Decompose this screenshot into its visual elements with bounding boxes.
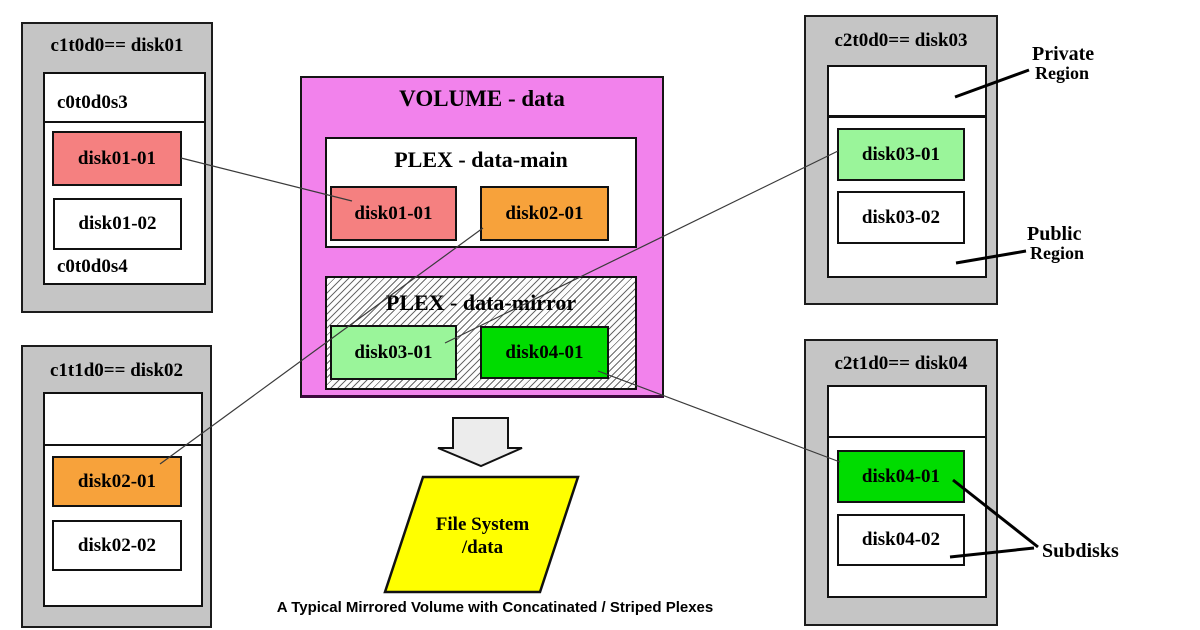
private-region-line2: Region: [1035, 63, 1089, 84]
public-region-line2: Region: [1030, 243, 1084, 264]
disk-box-disk02: c1t1d0== disk02 disk02-01 disk02-02: [21, 345, 212, 628]
disk01-slice-bottom-label: c0t0d0s4: [57, 256, 128, 277]
plex-mirror-subdisk-disk04-01: disk04-01: [480, 326, 609, 379]
volume-box: VOLUME - data PLEX - data-main disk01-01…: [300, 76, 664, 398]
plex-data-main: PLEX - data-main disk01-01 disk02-01: [325, 137, 637, 248]
disk-box-disk04: c2t1d0== disk04 disk04-01 disk04-02: [804, 339, 998, 626]
disk04-region-divider: [829, 436, 985, 438]
diagram-caption: A Typical Mirrored Volume with Concatina…: [276, 599, 714, 616]
subdisk-disk03-02: disk03-02: [837, 191, 965, 244]
plex-mirror-subdisk-disk03-01: disk03-01: [330, 325, 457, 380]
private-region-label: Private Region: [1032, 44, 1094, 83]
disk-box-disk01: c1t0d0== disk01 c0t0d0s3 disk01-01 disk0…: [21, 22, 213, 313]
plex-data-main-title: PLEX - data-main: [394, 147, 568, 172]
public-region-label: Public Region: [1027, 224, 1084, 263]
private-region-line1: Private: [1032, 43, 1095, 65]
disk04-title: c2t1d0== disk04: [834, 353, 968, 374]
disk03-region-divider: [829, 115, 985, 118]
subdisk-disk01-01: disk01-01: [52, 131, 182, 186]
subdisk-disk04-02: disk04-02: [837, 514, 965, 566]
plex-main-subdisk-disk01-01: disk01-01: [330, 186, 457, 241]
disk03-partition-area: disk03-01 disk03-02: [827, 65, 987, 278]
subdisk-disk01-02: disk01-02: [53, 198, 182, 250]
disk01-partition-area: c0t0d0s3 disk01-01 disk01-02 c0t0d0s4: [43, 72, 206, 285]
disk02-region-divider: [45, 444, 201, 446]
plex-data-mirror-title: PLEX - data-mirror: [385, 290, 577, 315]
subdisk-disk02-01: disk02-01: [52, 456, 182, 507]
down-arrow: [437, 417, 523, 468]
public-region-line1: Public: [1027, 223, 1082, 245]
disk04-partition-area: disk04-01 disk04-02: [827, 385, 987, 598]
disk02-title: c1t1d0== disk02: [49, 360, 184, 381]
subdisk-disk04-01: disk04-01: [837, 450, 965, 503]
file-system-label: File System /data: [395, 514, 570, 560]
disk01-slice-top-label: c0t0d0s3: [57, 92, 128, 113]
plex-main-subdisk-disk02-01: disk02-01: [480, 186, 609, 241]
file-system-line2: /data: [461, 536, 504, 558]
disk03-title: c2t0d0== disk03: [834, 30, 968, 51]
disk-box-disk03: c2t0d0== disk03 disk03-01 disk03-02: [804, 15, 998, 305]
file-system-line1: File System: [435, 514, 530, 535]
subdisk-disk03-01: disk03-01: [837, 128, 965, 181]
disk01-region-divider: [45, 121, 204, 123]
disk01-title: c1t0d0== disk01: [50, 35, 184, 56]
subdisks-label: Subdisks: [1042, 540, 1119, 562]
plex-data-mirror: PLEX - data-mirror disk03-01 disk04-01: [325, 276, 637, 390]
disk02-partition-area: disk02-01 disk02-02: [43, 392, 203, 607]
volume-title: VOLUME - data: [399, 86, 565, 111]
subdisk-disk02-02: disk02-02: [52, 520, 182, 571]
